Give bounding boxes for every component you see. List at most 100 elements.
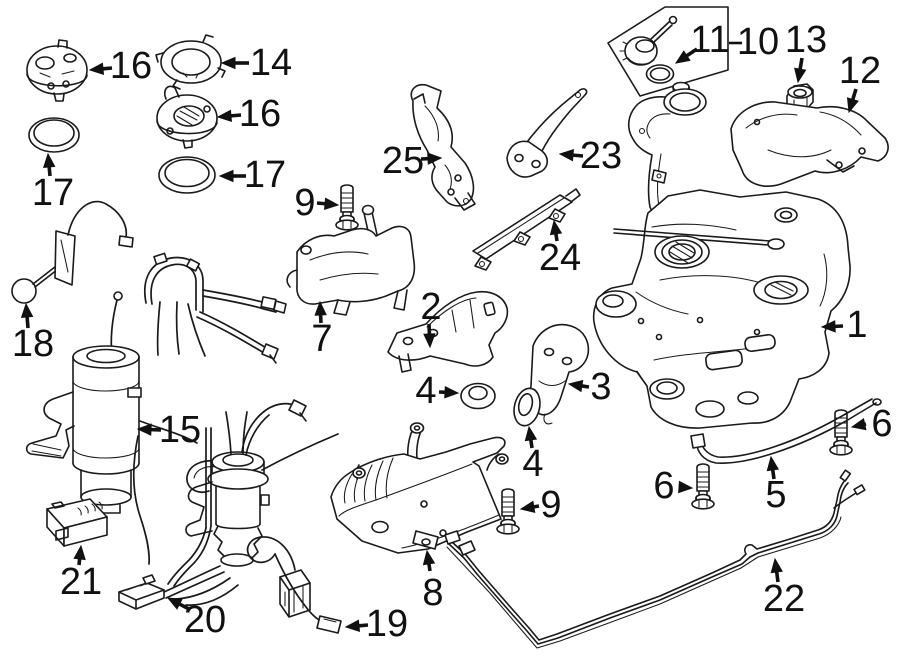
callout-label: 11 bbox=[690, 19, 729, 61]
callout-arrow-shaft bbox=[798, 57, 804, 70]
callout-1[interactable]: 1 bbox=[820, 304, 868, 346]
part-15-fuel-pump-assembly bbox=[25, 252, 339, 606]
part-20-harness-connector bbox=[118, 565, 225, 610]
part-12-filler-neck-shield bbox=[730, 101, 889, 187]
callout-15[interactable]: 15 bbox=[136, 409, 201, 451]
callout-14[interactable]: 14 bbox=[220, 42, 292, 84]
callout-arrow-shaft bbox=[851, 88, 858, 101]
callout-arrow-shaft bbox=[77, 558, 82, 566]
callout-arrow-head bbox=[323, 197, 340, 210]
callout-17-right[interactable]: 17 bbox=[218, 154, 286, 196]
part-16-pump-flange-upper bbox=[26, 39, 88, 102]
callout-arrow-head bbox=[678, 480, 694, 494]
callout-label: 20 bbox=[184, 599, 226, 641]
part-1-fuel-tank bbox=[592, 189, 851, 429]
part-11-filler-cap-seal bbox=[645, 64, 675, 84]
callout-arrow-shaft bbox=[770, 469, 776, 480]
part-17-seal-left bbox=[28, 117, 80, 153]
callout-label: 17 bbox=[244, 154, 286, 196]
callout-label: 3 bbox=[590, 366, 611, 408]
callout-arrow-head bbox=[220, 56, 236, 70]
callout-arrow-shaft bbox=[427, 563, 432, 572]
part-6-bolt-left bbox=[691, 463, 715, 510]
callout-arrow-head bbox=[20, 302, 34, 318]
callout-arrow-head bbox=[766, 455, 780, 472]
callout-18[interactable]: 18 bbox=[12, 302, 54, 365]
callout-16-lower[interactable]: 16 bbox=[216, 93, 281, 135]
callout-19[interactable]: 19 bbox=[344, 603, 408, 645]
callout-arrow-shaft bbox=[774, 571, 780, 583]
callout-23[interactable]: 23 bbox=[558, 135, 622, 177]
callout-label: 16 bbox=[110, 45, 152, 87]
callout-3[interactable]: 3 bbox=[567, 366, 612, 408]
callout-25[interactable]: 25 bbox=[382, 140, 443, 182]
callout-22[interactable]: 22 bbox=[763, 557, 805, 620]
callout-5[interactable]: 5 bbox=[765, 455, 787, 516]
callout-label: 10 bbox=[737, 21, 779, 63]
callout-13[interactable]: 13 bbox=[785, 19, 827, 84]
callout-arrow-shaft bbox=[581, 384, 590, 389]
callout-label: 9 bbox=[540, 484, 561, 526]
callout-21[interactable]: 21 bbox=[60, 544, 102, 603]
callout-8[interactable]: 8 bbox=[422, 549, 444, 614]
callout-label: 16 bbox=[239, 93, 281, 135]
callout-arrow-head bbox=[344, 619, 361, 633]
callout-arrow-head bbox=[218, 169, 234, 183]
callout-17-left[interactable]: 17 bbox=[32, 152, 74, 214]
callout-arrow-head bbox=[558, 148, 574, 162]
callout-arrow-head bbox=[314, 300, 327, 316]
callout-4-left[interactable]: 4 bbox=[415, 370, 460, 412]
callout-arrow-head bbox=[427, 152, 443, 165]
callout-label: 23 bbox=[580, 135, 622, 177]
callout-arrow-head bbox=[567, 379, 584, 393]
part-5-tank-strap bbox=[690, 398, 882, 464]
callout-20[interactable]: 20 bbox=[166, 597, 226, 641]
callout-arrow-shaft bbox=[572, 153, 584, 158]
callout-label: 6 bbox=[653, 465, 674, 507]
callout-arrow-head bbox=[770, 557, 783, 574]
callout-arrow-shaft bbox=[685, 47, 698, 58]
part-18-fuel-level-sensor bbox=[11, 200, 134, 304]
part-23-support-bracket bbox=[506, 88, 588, 178]
callout-arrow-head bbox=[136, 423, 152, 436]
part-14-lock-ring bbox=[155, 34, 226, 90]
callout-6-right[interactable]: 6 bbox=[850, 403, 893, 445]
part-22-fuel-lines bbox=[439, 469, 866, 649]
callout-11[interactable]: 11 bbox=[674, 19, 730, 64]
callout-16-upper[interactable]: 16 bbox=[88, 45, 152, 87]
callout-label: 13 bbox=[785, 19, 827, 61]
part-9-bolt-upper bbox=[335, 184, 359, 231]
callout-arrow-shaft bbox=[529, 439, 534, 449]
callout-arrow-head bbox=[444, 386, 460, 399]
part-4-grommet-left bbox=[460, 382, 496, 410]
callout-arrow-head bbox=[820, 320, 836, 333]
part-16-sender-flange-lower bbox=[156, 85, 218, 149]
callout-24[interactable]: 24 bbox=[539, 219, 581, 279]
part-7-mounting-bracket bbox=[286, 204, 416, 316]
callout-9-upper[interactable]: 9 bbox=[294, 182, 340, 224]
callout-6-left[interactable]: 6 bbox=[653, 465, 694, 507]
callout-arrow-head bbox=[794, 67, 807, 84]
callout-10[interactable]: 10 bbox=[729, 21, 779, 63]
callout-label: 18 bbox=[12, 323, 54, 365]
callout-label: 4 bbox=[522, 443, 543, 485]
part-4-grommet-right bbox=[513, 387, 541, 427]
callout-4-right[interactable]: 4 bbox=[522, 425, 544, 485]
part-19-wiring-harness bbox=[246, 536, 342, 634]
callout-label: 21 bbox=[60, 561, 102, 603]
callout-arrow-shaft bbox=[358, 623, 369, 628]
callout-arrow-shaft bbox=[178, 602, 190, 611]
callout-arrow-head bbox=[216, 109, 232, 123]
callout-arrow-head bbox=[850, 418, 867, 431]
callout-9-lower[interactable]: 9 bbox=[519, 484, 562, 526]
callout-arrow-shaft bbox=[102, 66, 113, 71]
callout-7[interactable]: 7 bbox=[311, 300, 333, 360]
callout-arrow-head bbox=[73, 544, 86, 561]
callout-arrow-head bbox=[166, 597, 183, 610]
callout-12[interactable]: 12 bbox=[839, 50, 881, 114]
part-2-heat-shield bbox=[387, 290, 509, 373]
callout-2[interactable]: 2 bbox=[420, 286, 442, 349]
callout-arrow-head bbox=[422, 549, 436, 566]
